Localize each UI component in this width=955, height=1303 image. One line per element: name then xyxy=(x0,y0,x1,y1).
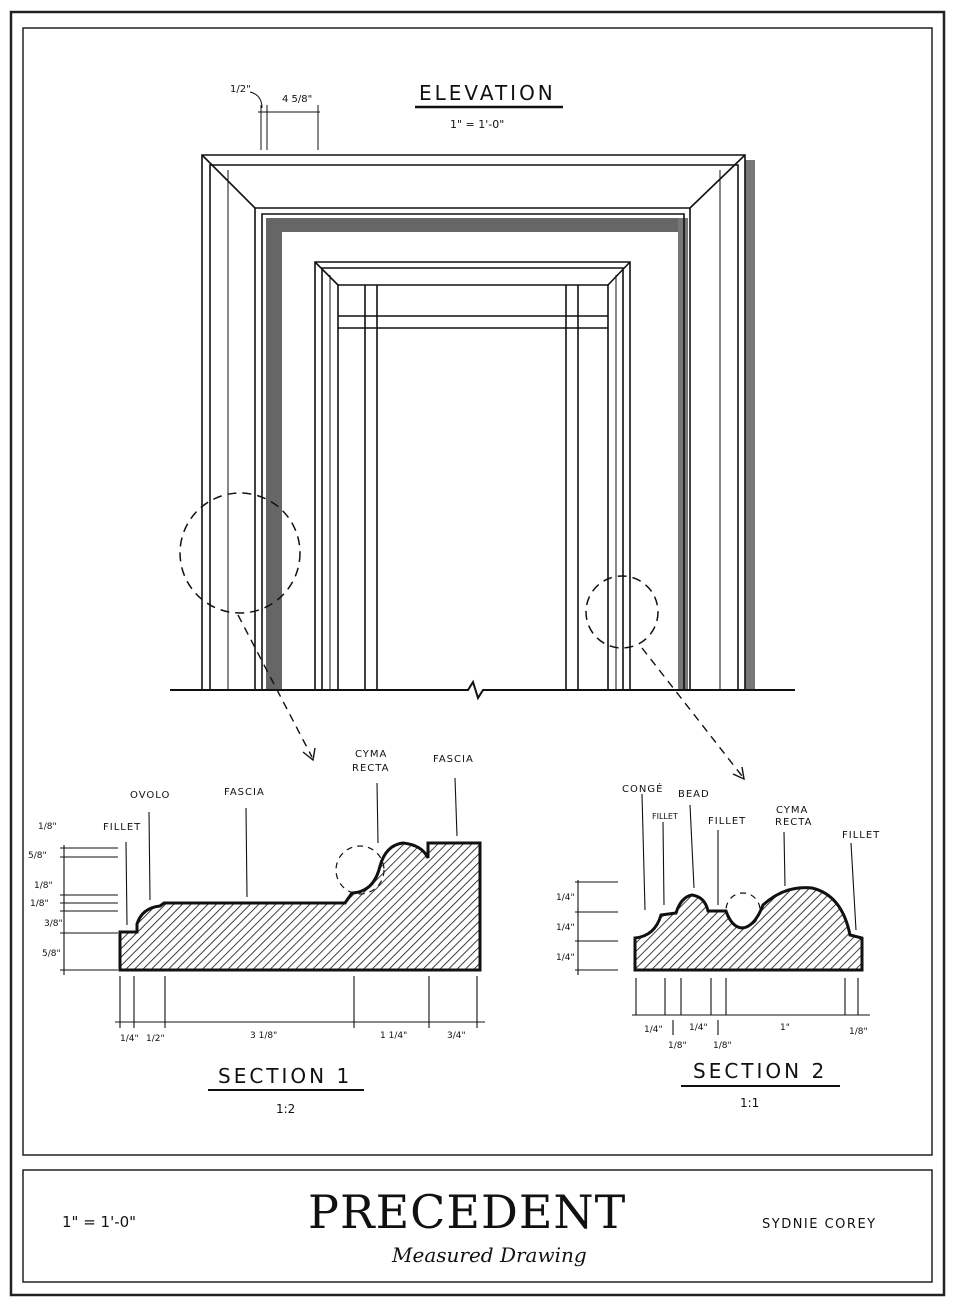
label-fillet-2: FILLET xyxy=(708,816,746,827)
vdim: 3/8" xyxy=(44,919,63,929)
hdim: 1/8" xyxy=(668,1041,687,1051)
hdim: 1" xyxy=(780,1023,790,1033)
drawing-border xyxy=(22,27,933,1156)
title-block: 1" = 1'-0" PRECEDENT Measured Drawing SY… xyxy=(62,1185,877,1267)
elevation-title: ELEVATION xyxy=(419,81,556,105)
drawing-title: PRECEDENT xyxy=(308,1185,626,1239)
vdim: 1/4" xyxy=(556,923,575,933)
hdim: 1/8" xyxy=(849,1027,868,1037)
label-conge: CONGÉ xyxy=(622,782,663,795)
hdim: 3/4" xyxy=(447,1031,466,1041)
label-bead: BEAD xyxy=(678,789,710,800)
vdim: 1/8" xyxy=(34,881,53,891)
label-cyma: CYMA xyxy=(355,749,387,760)
section-2-scale: 1:1 xyxy=(740,1096,759,1110)
elevation-dim-four-five-eighths: 4 5/8" xyxy=(282,94,312,105)
label-cyma: CYMA xyxy=(776,805,808,816)
vdim: 1/8" xyxy=(30,899,49,909)
label-fascia-2: FASCIA xyxy=(433,754,474,765)
label-fillet: FILLET xyxy=(103,822,141,833)
section-2-title: SECTION 2 xyxy=(693,1059,827,1083)
hdim: 1 1/4" xyxy=(380,1031,407,1041)
elevation-drawing: 1/2" 4 5/8" ELEVATION 1" = 1'-0" xyxy=(170,81,795,781)
section-1-scale: 1:2 xyxy=(276,1102,295,1116)
hdim: 1/8" xyxy=(713,1041,732,1051)
label-recta: RECTA xyxy=(352,763,389,774)
label-fillet: FILLET xyxy=(652,812,678,821)
label-recta: RECTA xyxy=(775,817,812,828)
drawing-subtitle: Measured Drawing xyxy=(391,1243,587,1267)
vdim: 5/8" xyxy=(42,949,61,959)
vdim: 5/8" xyxy=(28,851,47,861)
hdim: 1/4" xyxy=(120,1034,139,1044)
section-1-drawing: OVOLO FILLET FASCIA CYMA RECTA FASCIA 1/… xyxy=(28,749,485,1116)
label-fascia: FASCIA xyxy=(224,787,265,798)
vdim: 1/4" xyxy=(556,893,575,903)
vdim: 1/8" xyxy=(38,822,57,832)
hdim: 1/4" xyxy=(644,1025,663,1035)
hdim: 1/2" xyxy=(146,1034,165,1044)
section-1-title: SECTION 1 xyxy=(218,1064,352,1088)
outer-border xyxy=(9,10,946,1297)
hdim: 3 1/8" xyxy=(250,1031,277,1041)
label-fillet-3: FILLET xyxy=(842,830,880,841)
label-ovolo: OVOLO xyxy=(130,790,170,801)
elevation-scale: 1" = 1'-0" xyxy=(450,118,504,131)
author-name: SYDNIE COREY xyxy=(762,1217,877,1232)
hdim: 1/4" xyxy=(689,1023,708,1033)
section-2-profile xyxy=(633,886,864,972)
title-block-scale: 1" = 1'-0" xyxy=(62,1213,136,1231)
section-2-drawing: CONGÉ BEAD FILLET FILLET CYMA RECTA FILL… xyxy=(556,782,880,1110)
elevation-dim-half: 1/2" xyxy=(230,84,251,95)
vdim: 1/4" xyxy=(556,953,575,963)
title-block-border xyxy=(22,1169,933,1283)
section-1-profile xyxy=(118,841,482,972)
